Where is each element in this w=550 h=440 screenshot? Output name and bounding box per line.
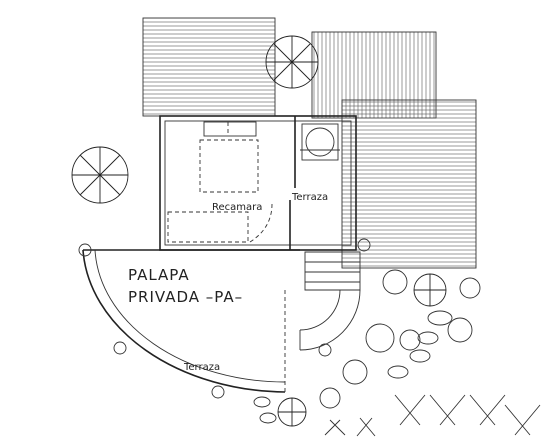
grass-cluster bbox=[324, 394, 541, 437]
label-palapa-line1: PALAPA bbox=[128, 266, 190, 284]
bed-outline bbox=[199, 121, 259, 193]
roof-block-right bbox=[341, 99, 477, 269]
label-palapa-line2: PRIVADA –PA– bbox=[128, 288, 243, 306]
label-bedroom: Recamara bbox=[212, 202, 262, 213]
jacuzzi-icon bbox=[305, 127, 335, 157]
tree-icon bbox=[265, 35, 319, 89]
tree-icon bbox=[71, 146, 129, 204]
shrub-icon bbox=[253, 269, 481, 424]
door-swing-bedroom bbox=[249, 203, 273, 243]
label-terrace-small: Terraza bbox=[291, 192, 328, 203]
palapa-deck bbox=[78, 238, 371, 399]
closet-outline bbox=[167, 211, 249, 243]
stairs bbox=[284, 251, 361, 392]
jacuzzi-frame bbox=[301, 123, 339, 161]
label-terrace-big: Terraza bbox=[183, 362, 220, 373]
tree-icon bbox=[413, 273, 447, 307]
roof-block-top-left bbox=[142, 17, 276, 117]
tree-icon bbox=[277, 397, 307, 427]
